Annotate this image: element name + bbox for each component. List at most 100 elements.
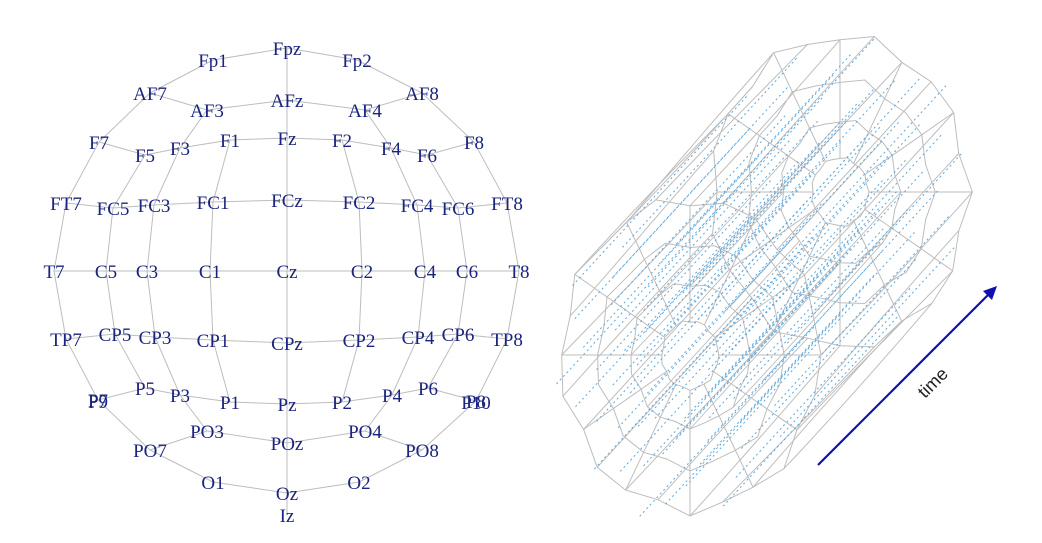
time-line: [724, 119, 901, 312]
electrode-label-fc4: FC4: [401, 196, 434, 217]
time-line: [748, 169, 926, 362]
electrode-label-f5: F5: [135, 146, 155, 167]
electrode-label-f8: F8: [464, 133, 484, 154]
time-line: [720, 78, 897, 271]
time-line: [614, 138, 792, 331]
electrode-label-p2: P2: [332, 393, 352, 414]
mesh-axial-line: [583, 269, 730, 430]
electrode-label-c3: C3: [136, 262, 158, 283]
electrode-label-poz: POz: [271, 434, 304, 455]
electrode-label-po7: PO7: [133, 441, 167, 462]
electrode-label-fp1: Fp1: [198, 51, 228, 72]
mesh-ring: [811, 157, 870, 227]
electrode-label-f1: F1: [220, 131, 240, 152]
electrode-label-iz: Iz: [280, 506, 295, 527]
electrode-label-tp8: TP8: [491, 330, 523, 351]
mesh-axial-line: [804, 112, 955, 276]
time-line: [619, 279, 797, 472]
time-line: [671, 119, 849, 312]
electrode-label-fc1: FC1: [197, 193, 230, 214]
electrode-label-fc6: FC6: [442, 199, 475, 220]
electrode-label-o2: O2: [347, 473, 370, 494]
scalp-grid-line: [149, 449, 214, 483]
time-line: [722, 314, 900, 507]
scalp-grid-line: [53, 92, 151, 451]
electrode-label-oz: Oz: [276, 484, 298, 505]
time-axis-label: time: [914, 364, 952, 402]
electrode-label-af8: AF8: [405, 84, 439, 105]
scalp-grid-line: [105, 154, 146, 389]
time-line: [658, 72, 836, 265]
time-line: [644, 140, 822, 333]
electrode-label-ft8: FT8: [491, 194, 523, 215]
electrode-label-c5: C5: [95, 262, 117, 283]
mesh-axial-line: [626, 52, 774, 223]
electrode-label-ft7: FT7: [50, 194, 82, 215]
mesh-spoke: [713, 371, 798, 431]
electrode-label-fc5: FC5: [97, 199, 130, 220]
electrode-label-t8: T8: [508, 262, 529, 283]
mesh-axial-line: [561, 191, 718, 356]
electrode-label-o1: O1: [201, 473, 224, 494]
time-line: [685, 294, 863, 487]
electrode-label-c4: C4: [414, 262, 437, 283]
electrode-label-fc3: FC3: [138, 196, 171, 217]
mesh-spoke: [864, 112, 954, 175]
time-line: [636, 173, 814, 366]
time-line: [708, 226, 886, 419]
mesh-spoke: [728, 208, 816, 270]
electrode-label-af4: AF4: [348, 101, 382, 122]
mesh-axial-line: [562, 232, 713, 397]
time-line: [575, 215, 752, 408]
time-line: [594, 277, 771, 470]
time-line: [699, 272, 877, 465]
electrode-label-cp5: CP5: [99, 325, 132, 346]
electrode-label-af3: AF3: [190, 101, 224, 122]
mesh-axial-line: [689, 39, 841, 207]
mesh-spoke: [773, 222, 826, 332]
time-line: [623, 158, 801, 351]
electrode-label-po4: PO4: [348, 422, 382, 443]
mesh-spoke: [626, 222, 677, 327]
electrode-label-cp2: CP2: [343, 331, 376, 352]
time-line: [612, 193, 790, 386]
arrow-icon: [983, 286, 997, 300]
time-line: [699, 36, 877, 229]
mesh-ring: [630, 283, 751, 430]
time-line: [582, 155, 760, 348]
electrode-label-fp2: Fp2: [342, 51, 372, 72]
time-cylinder-mesh: [561, 35, 973, 517]
mesh-axial-line: [596, 298, 753, 468]
time-line: [786, 151, 964, 344]
mesh-axial-line: [812, 153, 960, 316]
electrode-label-cp3: CP3: [139, 328, 172, 349]
electrode-label-cp1: CP1: [197, 331, 230, 352]
time-line: [707, 249, 885, 442]
mesh-axial-line: [569, 150, 714, 317]
time-line: [733, 206, 911, 399]
electrode-label-t7: T7: [43, 262, 64, 283]
time-line: [698, 87, 876, 280]
mesh-inner-line: [648, 143, 801, 307]
time-line: [713, 153, 891, 346]
mesh-axial-line: [574, 113, 729, 275]
time-line: [766, 132, 944, 325]
mesh-spoke: [773, 52, 826, 162]
mesh-axial-line: [723, 36, 875, 204]
time-line: [596, 178, 773, 371]
time-line: [617, 236, 795, 429]
time-line: [682, 101, 860, 294]
mesh-spoke: [727, 113, 816, 176]
time-line: [643, 118, 821, 311]
electrode-label-f6: F6: [417, 146, 437, 167]
time-line: [731, 157, 908, 350]
mesh-inner-line: [646, 240, 800, 408]
time-line: [622, 55, 799, 248]
time-line: [572, 93, 749, 286]
mesh-axial-line: [689, 345, 841, 517]
mesh-axial-line: [752, 320, 902, 488]
time-line: [612, 84, 790, 277]
time-line: [722, 189, 899, 382]
